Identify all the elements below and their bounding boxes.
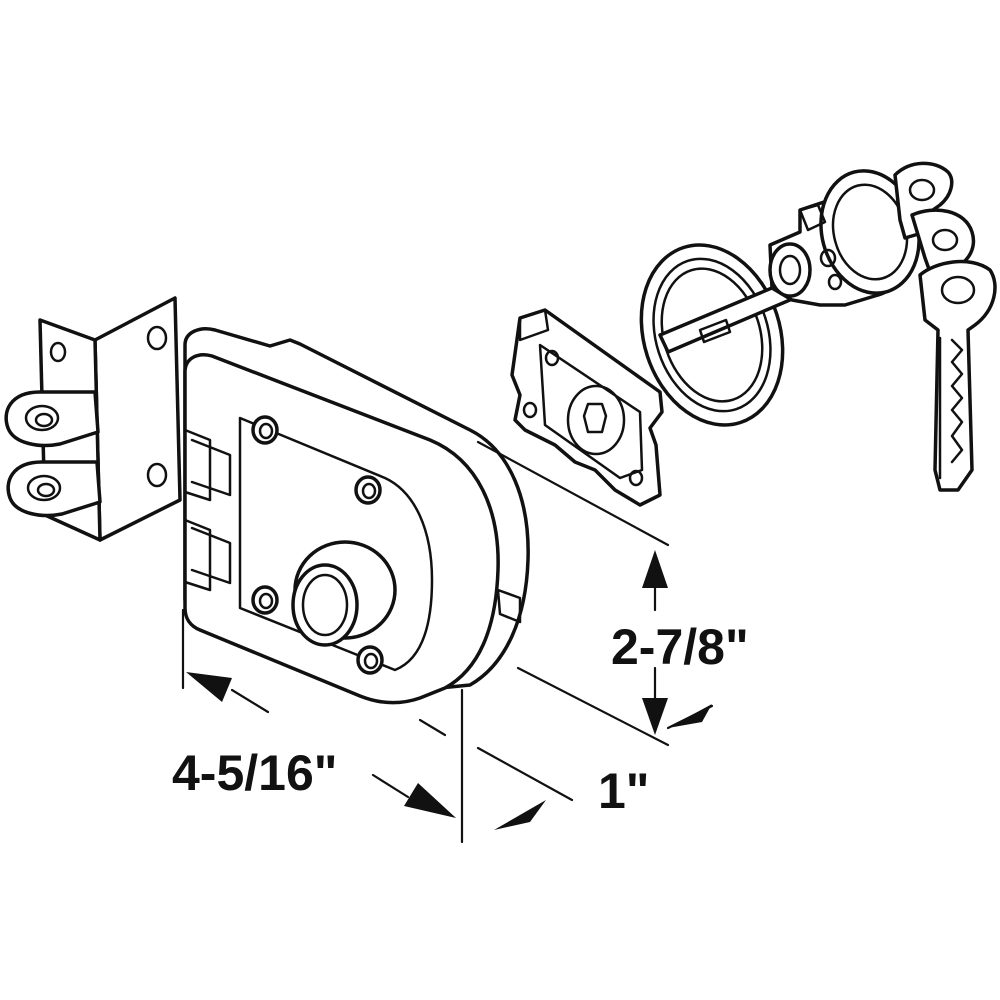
mounting-plate [510, 308, 664, 507]
keys [893, 161, 997, 492]
lock-body [183, 327, 530, 705]
height-dimension-label: 2-7/8" [611, 619, 749, 675]
lock-cylinder [768, 169, 921, 307]
width-dimension-label: 4-5/16" [172, 745, 337, 801]
dimension-lines [181, 440, 714, 844]
angle-strike-plate [4, 296, 182, 542]
depth-dimension-label: 1" [598, 763, 650, 819]
